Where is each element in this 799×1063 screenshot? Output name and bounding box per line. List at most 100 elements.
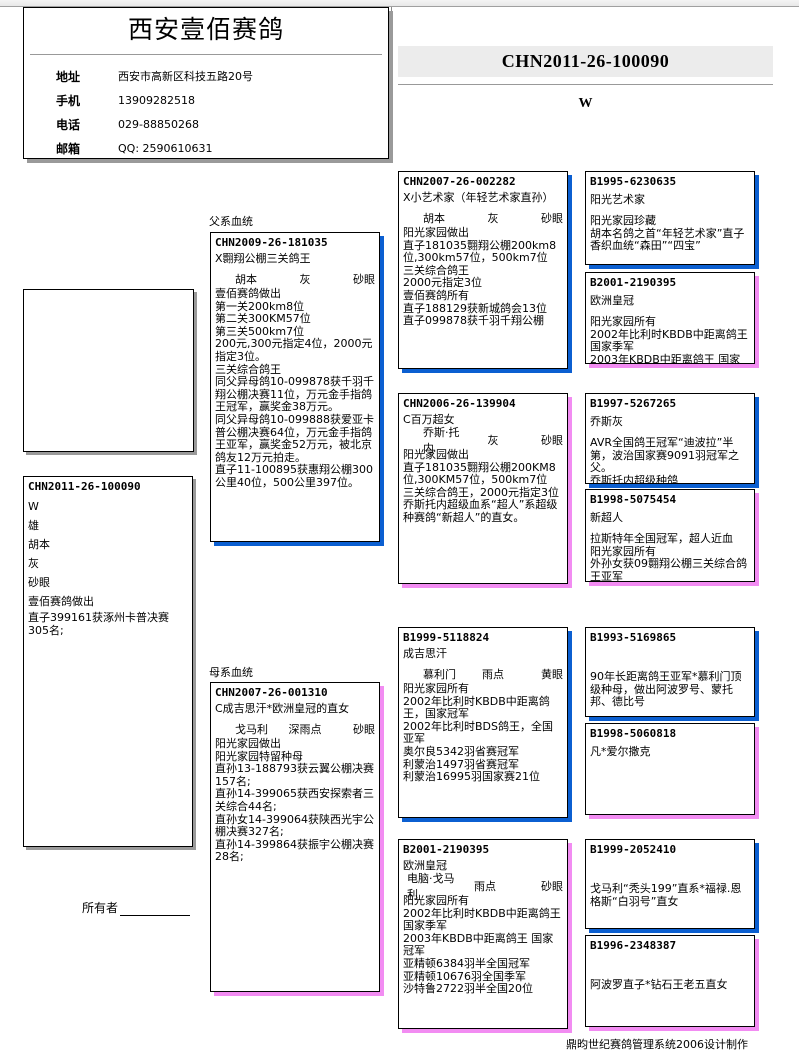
description: 阳光家园做出 直子181035翾翔公棚200KM8位,300KM57位，500k…: [399, 448, 567, 525]
ring-number: B1997-5267265: [590, 397, 677, 410]
loft-info-card: 西安壹佰赛鸽 地址 西安市高新区科技五路20号 手机 13909282518 电…: [23, 7, 389, 159]
pigeon-name: C百万超女: [403, 413, 455, 426]
ring-number: CHN2009-26-181035: [215, 236, 328, 249]
eye-code: W: [28, 500, 39, 513]
desc-line: 壹佰赛鸽做出: [215, 287, 281, 300]
description: 阳光家园珍藏 胡本名鸽之首“年轻艺术家”直子 香织血统“森田”“四宝”: [586, 214, 754, 253]
description: 90年长距离鸽王亚军*慕利门顶级种母，做出阿波罗号、蒙托邦、德比号: [586, 670, 754, 709]
desc-line: 第三关500km7位: [215, 324, 305, 338]
desc-line: 直子11-100895获惠翔公棚300公里40位，500公里397位。: [215, 463, 373, 489]
ring-number: CHN2011-26-100090: [28, 480, 141, 493]
bred-by: 壹佰赛鸽做出: [28, 595, 94, 608]
strain: 戈马利: [235, 723, 268, 736]
color: 深雨点: [288, 723, 322, 736]
sire-line-label: 父系血统: [209, 215, 253, 228]
sire-dam-card: CHN2006-26-139904 C百万超女 乔斯·托内 灰 砂眼 阳光家园做…: [398, 393, 568, 584]
description: 阳光家园做出 直子181035翾翔公棚200km8位,300km57位，500k…: [399, 226, 567, 328]
traits-row: 电脑·戈马利 雨点 砂眼: [399, 872, 567, 901]
pigeon-name: 乔斯灰: [590, 415, 623, 428]
description: 阳光家园所有 2002年比利时KBDB中距离鸽王 国家季军 2003年KBDB中…: [586, 315, 754, 363]
eye: 砂眼: [541, 434, 564, 447]
sss-card: B1995-6230635 阳光艺术家 阳光家园珍藏 胡本名鸽之首“年轻艺术家”…: [585, 171, 755, 265]
dam-line-label: 母系血统: [209, 666, 253, 679]
traits-row: 戈马利 深雨点 砂眼: [211, 720, 379, 738]
color: 灰: [28, 557, 39, 570]
desc-line: 直子188129获新城鸽会13位: [403, 301, 547, 315]
desc-line: AVR全国鸽王冠军“迪波拉”半第，波治国家赛9091羽冠军之父。: [590, 436, 739, 475]
footer-credit: 鼎昀世纪赛鸽管理系统2006设计制作: [566, 1038, 748, 1051]
desc-line: 2002年比利时KBDB中距离鸽王 国家季军: [403, 906, 561, 933]
ring-number: B1999-2052410: [590, 843, 677, 856]
ring-number: B2001-2190395: [590, 276, 677, 289]
desc-line: 壹佰赛鸽所有: [403, 288, 469, 302]
pigeon-name: [586, 957, 754, 975]
description: 阿波罗直子*钻石王老五直女: [586, 978, 754, 992]
description: 阳光家园所有 2002年比利时KBDB中距离鸽王 国家季军 2003年KBDB中…: [399, 894, 567, 996]
address-label: 地址: [56, 69, 81, 84]
owner-field: 所有者: [82, 899, 191, 916]
desc-line: 阳光家园做出: [215, 737, 281, 750]
traits-row: 乔斯·托内 灰 砂眼: [399, 426, 567, 455]
pigeon-name: 成吉思汗: [403, 647, 447, 660]
sire-sire-card: CHN2007-26-002282 X小艺术家（年轻艺术家直孙） 胡本 灰 砂眼…: [398, 171, 568, 369]
desc-line: 拉斯特年全国冠军，超人近血: [590, 532, 733, 545]
desc-line: 阳光家园所有: [403, 894, 469, 907]
desc-line: 同父异母鸽10-099888获爱亚卡普公棚决赛64位，万元金手指鸽王亚军，赢奖金…: [215, 412, 374, 464]
divider: [398, 84, 773, 85]
email-label: 邮箱: [56, 141, 81, 156]
desc-line: 胡本名鸽之首“年轻艺术家”直子: [590, 226, 745, 240]
description: AVR全国鸽王冠军“迪波拉”半第，波治国家赛9091羽冠军之父。 乔斯托内超级种…: [586, 436, 754, 484]
pigeon-name: [586, 861, 754, 879]
desc-line: 乔斯托内超级种鸽: [590, 473, 678, 484]
description: 戈马利“秃头199”直系*福禄.恩格斯“白羽号”直女: [586, 882, 754, 908]
desc-line: 阳光家园做出: [403, 448, 469, 461]
pigeon-name: [586, 649, 754, 667]
email-value: QQ: 2590610631: [118, 141, 213, 155]
desc-line: 直子181035翾翔公棚200KM8位,300KM57位，500km7位: [403, 460, 556, 487]
mobile-value: 13909282518: [118, 93, 195, 107]
pigeon-name: X小艺术家（年轻艺术家直孙）: [403, 191, 554, 204]
note: 直子399161获涿州卡普决赛305名;: [28, 611, 169, 637]
desc-line: 戈马利“秃头199”直系*福禄.恩格斯“白羽号”直女: [590, 882, 742, 908]
desc-line: 直孙女14-399064获陕西光宇公棚决赛327名;: [215, 812, 374, 839]
subject-pigeon-card: CHN2011-26-100090 W 雄 胡本 灰 砂眼 壹佰赛鸽做出 直子3…: [23, 476, 193, 847]
desc-line: 阳光家园珍藏: [590, 214, 656, 227]
strain: 胡本: [235, 273, 257, 286]
loft-address-row: 地址 西安市高新区科技五路20号: [24, 64, 388, 88]
eye: 砂眼: [541, 212, 564, 225]
desc-line: 2003年KBDB中距离鸽王 国家冠军: [403, 931, 554, 958]
divider: [30, 54, 382, 55]
desc-line: 2002年比利时KBDB中距离鸽王 国家季军: [590, 327, 748, 354]
desc-line: 200元,300元指定4位，2000元指定3位。: [215, 337, 373, 363]
loft-title: 西安壹佰赛鸽: [127, 15, 284, 44]
desc-line: 乔斯托内超级血系“超人”系超级种赛鸽“新超人”的直女。: [403, 498, 558, 524]
ring-number: B1999-5118824: [403, 631, 490, 644]
owner-signature-line: [120, 903, 191, 916]
strain: 电脑·戈马利: [407, 872, 455, 901]
ddd-card: B1996-2348387 阿波罗直子*钻石王老五直女: [585, 935, 755, 1027]
phone-value: 029-88850268: [118, 117, 199, 131]
desc-line: 阳光家园所有: [590, 544, 656, 558]
desc-line: 三关综合鸽王，2000元指定3位: [403, 485, 559, 499]
desc-line: 第二关300KM57位: [215, 312, 311, 326]
ssd-card: B2001-2190395 欧洲皇冠 阳光家园所有 2002年比利时KBDB中距…: [585, 272, 755, 364]
strain: 胡本: [28, 538, 50, 551]
description: 阳光家园做出 阳光家园特留种母 直孙13-188793获云翼公棚决赛157名; …: [211, 737, 379, 864]
pigeon-photo-placeholder[interactable]: [23, 289, 194, 452]
sex: 雄: [28, 519, 39, 532]
desc-line: 阳光家园所有: [590, 315, 656, 328]
eye: 砂眼: [28, 576, 50, 589]
desc-line: 外孙女获09翾翔公棚三关综合鸽王亚军: [590, 557, 747, 582]
desc-line: 直子181035翾翔公棚200km8位,300km57位，500km7位: [403, 238, 557, 265]
divider: [391, 7, 392, 27]
color: 灰: [299, 273, 311, 286]
desc-line: 阳光家园做出: [403, 226, 469, 239]
color: 雨点: [482, 668, 504, 681]
eye: 砂眼: [353, 723, 376, 736]
desc-line: 阳光家园所有: [403, 682, 469, 695]
dds-card: B1999-2052410 戈马利“秃头199”直系*福禄.恩格斯“白羽号”直女: [585, 839, 755, 929]
ring-number: B2001-2190395: [403, 843, 490, 856]
strain: 慕利门: [423, 668, 456, 681]
pigeon-name: C成吉思汗*欧洲皇冠的直女: [215, 702, 350, 715]
pigeon-name: 凡*爱尔撒克: [590, 745, 651, 758]
